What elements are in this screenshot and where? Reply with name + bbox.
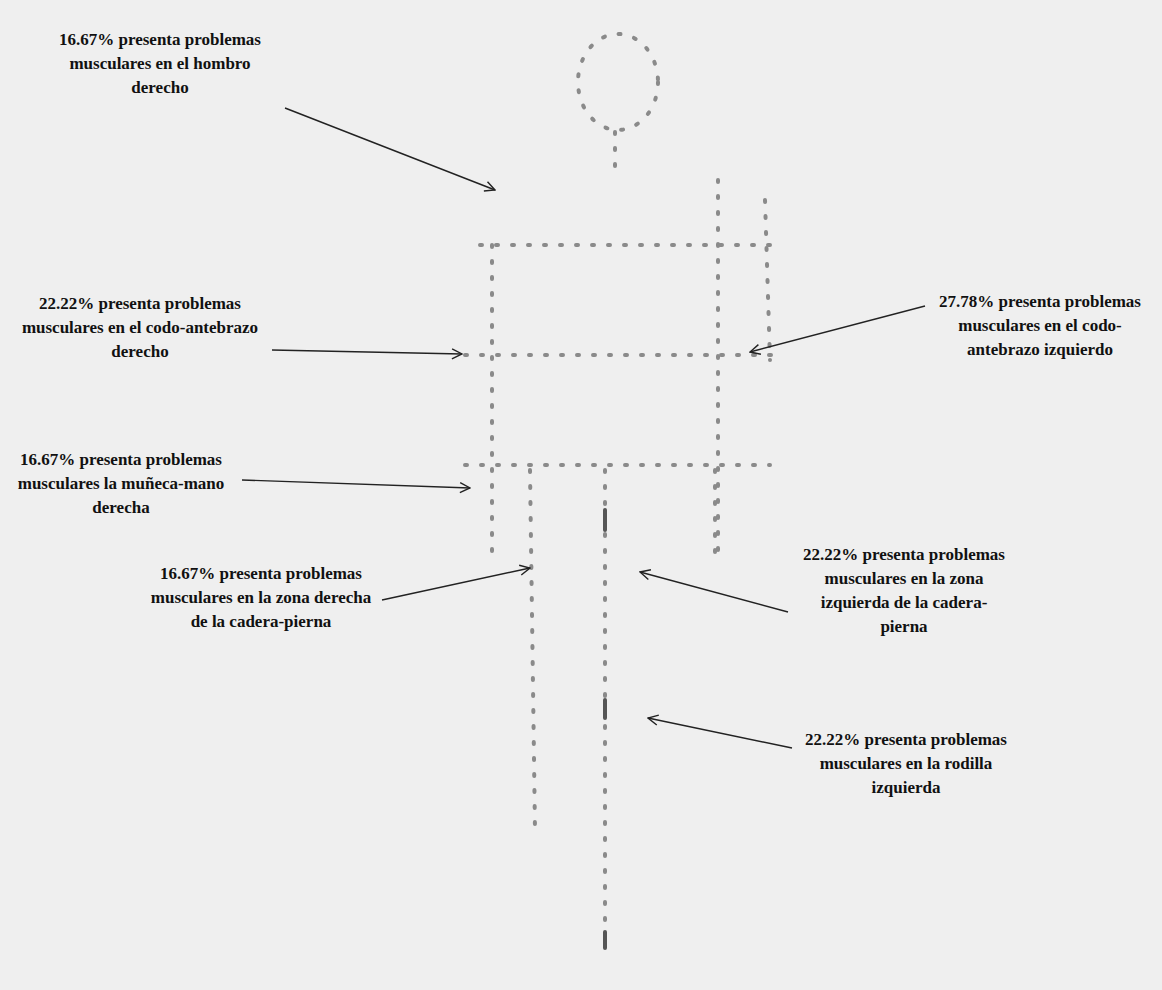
callout-label: 22.22% presenta problemas musculares en …: [798, 543, 1010, 639]
hip-line: [465, 463, 770, 467]
head: [578, 34, 658, 130]
leader-arrow: [272, 350, 462, 354]
leader-arrow: [242, 480, 470, 488]
leader-arrow: [382, 568, 530, 600]
shoulder-line: [480, 243, 780, 247]
mark: [603, 510, 607, 530]
marks: [603, 510, 607, 948]
callout-label: 22.22% presenta problemas musculares en …: [800, 728, 1012, 800]
leader-arrow: [285, 108, 495, 190]
right-arm: [490, 245, 494, 560]
leader-lines: [242, 108, 925, 748]
callout-label: 16.67% presenta problemas musculares en …: [150, 562, 372, 634]
left-arm: [716, 180, 720, 560]
elbow-line: [465, 353, 775, 357]
callout-label: 16.67% presenta problemas musculares la …: [10, 448, 232, 520]
leader-arrow: [648, 718, 792, 748]
mark: [603, 700, 607, 718]
neck: [613, 132, 617, 180]
callout-label: 27.78% presenta problemas musculares en …: [935, 290, 1145, 362]
stick-figure: [465, 34, 780, 950]
mark: [603, 932, 607, 948]
leader-arrow: [640, 572, 788, 612]
callout-label: 16.67% presenta problemas musculares en …: [50, 28, 270, 100]
left-hand: [713, 470, 717, 560]
left-arm-outline: [765, 200, 770, 360]
leader-arrow: [750, 306, 925, 352]
callout-label: 22.22% presenta problemas musculares en …: [20, 292, 260, 364]
legs: [603, 470, 607, 950]
right-leg-outline: [530, 470, 535, 830]
